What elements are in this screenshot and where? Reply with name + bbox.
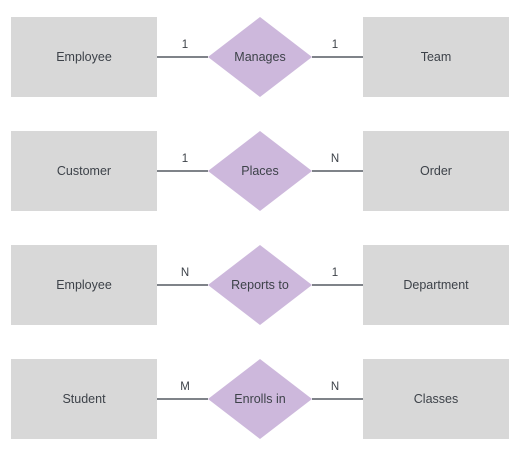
cardinality-left: 1 — [182, 39, 188, 51]
entity-label-right: Department — [403, 278, 469, 292]
entity-label-left: Employee — [56, 50, 112, 64]
cardinality-left: N — [181, 267, 189, 279]
entity-label-left: Student — [62, 392, 106, 406]
entity-label-left: Employee — [56, 278, 112, 292]
cardinality-right: 1 — [332, 267, 338, 279]
entity-label-left: Customer — [57, 164, 111, 178]
cardinality-right: N — [331, 381, 339, 393]
relationship-diamond[interactable] — [208, 245, 312, 325]
relationship-label: Enrolls in — [234, 392, 285, 406]
er-row: Employee Reports to Department N 1 — [11, 245, 509, 325]
entity-box-left[interactable] — [11, 245, 157, 325]
relationship-diamond[interactable] — [208, 17, 312, 97]
relationship-diamond[interactable] — [208, 131, 312, 211]
entity-label-right: Order — [420, 164, 452, 178]
relationship-label: Reports to — [231, 278, 289, 292]
cardinality-left: 1 — [182, 153, 188, 165]
entity-label-right: Team — [421, 50, 452, 64]
er-row: Student Enrolls in Classes M N — [11, 359, 509, 439]
entity-box-right[interactable] — [363, 17, 509, 97]
entity-box-right[interactable] — [363, 245, 509, 325]
cardinality-left: M — [180, 381, 190, 393]
entity-box-left[interactable] — [11, 131, 157, 211]
er-row: Customer Places Order 1 N — [11, 131, 509, 211]
entity-box-left[interactable] — [11, 359, 157, 439]
entity-box-right[interactable] — [363, 359, 509, 439]
er-row: Employee Manages Team 1 1 — [11, 17, 509, 97]
relationship-label: Manages — [234, 50, 285, 64]
cardinality-right: 1 — [332, 39, 338, 51]
relationship-diamond[interactable] — [208, 359, 312, 439]
cardinality-right: N — [331, 153, 339, 165]
entity-label-right: Classes — [414, 392, 458, 406]
entity-box-right[interactable] — [363, 131, 509, 211]
relationship-label: Places — [241, 164, 279, 178]
entity-box-left[interactable] — [11, 17, 157, 97]
